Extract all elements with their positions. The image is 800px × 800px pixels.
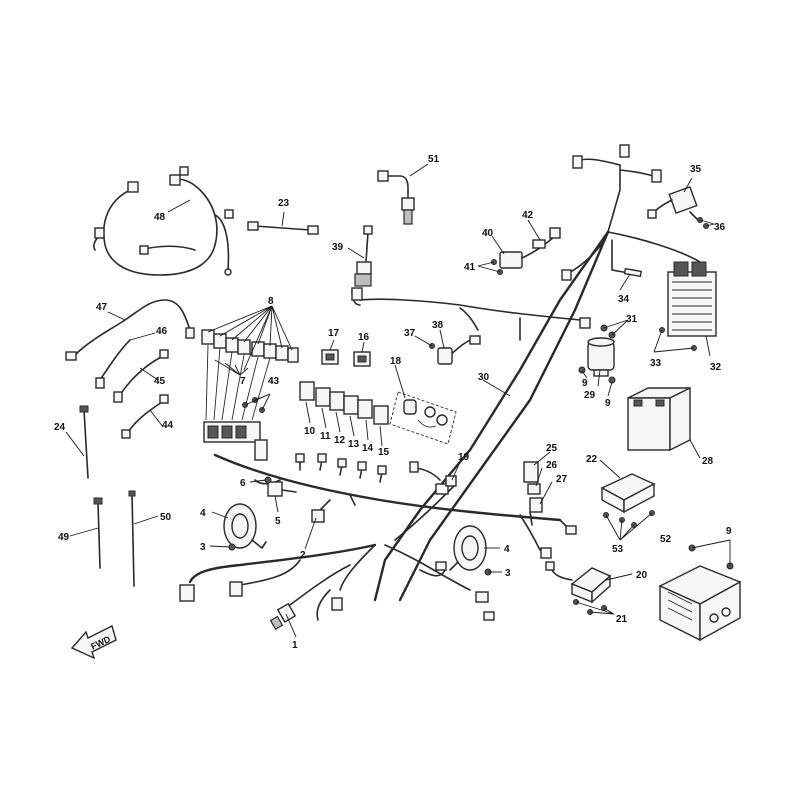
sensor-1 [269,564,351,631]
callout-38: 38 [432,320,444,331]
callout-35: 35 [690,164,702,175]
callout-11: 11 [320,431,331,442]
callout-25: 25 [546,443,558,454]
cable-23 [247,221,319,235]
callout-23: 23 [278,198,290,209]
connector-2 [311,509,325,523]
callout-21: 21 [616,614,628,625]
callout-34: 34 [618,294,630,305]
sensor-39 [351,225,373,301]
connector-19 [445,475,457,487]
callout-18: 18 [390,356,402,367]
callout-4-right: 4 [504,544,510,555]
callout-29: 29 [584,390,596,401]
callout-8: 8 [268,296,274,307]
callout-31: 31 [626,314,638,325]
callout-3-right: 3 [505,568,511,579]
callout-36: 36 [714,222,726,233]
callout-27: 27 [556,474,568,485]
callout-10: 10 [304,426,316,437]
solenoid-29 [578,324,616,384]
callout-45: 45 [154,376,166,387]
callout-47: 47 [96,302,108,313]
callout-43: 43 [268,376,280,387]
sensor-51 [377,170,415,225]
sub-harness-48 [93,166,234,276]
callout-22: 22 [586,454,598,465]
callout-7: 7 [240,376,246,387]
connector-25-27 [523,461,543,526]
callout-2: 2 [300,550,306,561]
callout-19: 19 [458,452,470,463]
callout-52: 52 [660,534,672,545]
callout-26: 26 [546,460,558,471]
regulator-32 [659,261,717,351]
callout-9-a: 9 [582,378,588,389]
callout-16: 16 [358,332,370,343]
callout-4-left: 4 [200,508,206,519]
callout-39: 39 [332,242,344,253]
ecu-22 [600,473,656,528]
callout-6: 6 [240,478,246,489]
cable-45 [113,349,169,403]
callout-12: 12 [334,435,346,446]
battery-28 [627,386,691,452]
cable-47 [65,299,195,361]
horn-right-4 [449,525,492,576]
relay-row-10-15 [299,381,389,425]
main-harness [179,144,701,621]
callout-24: 24 [54,422,66,433]
callout-labels: 1 2 3 3 4 4 5 6 7 8 9 9 9 10 11 12 13 14… [54,154,732,651]
callout-42: 42 [522,210,534,221]
callout-49: 49 [58,532,70,543]
callout-32: 32 [710,362,722,373]
horn-left-4 [223,503,267,551]
sensor-38 [429,335,481,365]
callout-37: 37 [404,328,416,339]
callout-3-left: 3 [200,542,206,553]
fuse-kit-18 [389,391,457,445]
callout-44: 44 [162,420,174,431]
callout-40: 40 [482,228,494,239]
cable-44 [121,394,169,439]
callout-1: 1 [292,640,298,651]
relay-16 [353,351,371,367]
cable-tie-49 [93,497,103,569]
callout-20: 20 [636,570,648,581]
module-20 [545,561,612,615]
component-40-42 [491,227,561,275]
fwd-arrow: FWD [70,624,117,660]
relay-17 [321,349,339,365]
relay-35 [647,185,709,229]
callout-28: 28 [702,456,714,467]
callout-14: 14 [362,443,374,454]
callout-48: 48 [154,212,166,223]
callout-5: 5 [275,516,281,527]
callout-9-c: 9 [726,526,732,537]
cdi-unit-52 [658,544,742,642]
callout-17: 17 [328,328,340,339]
cable-tie-50 [128,490,136,587]
callout-15: 15 [378,447,390,458]
callout-53: 53 [612,544,624,555]
callout-9-b: 9 [605,398,611,409]
callout-50: 50 [160,512,172,523]
callout-51: 51 [428,154,440,165]
relay-block-8 [201,329,299,461]
callout-30: 30 [478,372,490,383]
cable-tie-24 [79,405,89,479]
callout-13: 13 [348,439,360,450]
callout-41: 41 [464,262,476,273]
cable-46 [95,339,131,389]
fuse-34 [623,267,643,278]
callout-33: 33 [650,358,662,369]
leader-lines [65,163,731,638]
callout-46: 46 [156,326,168,337]
